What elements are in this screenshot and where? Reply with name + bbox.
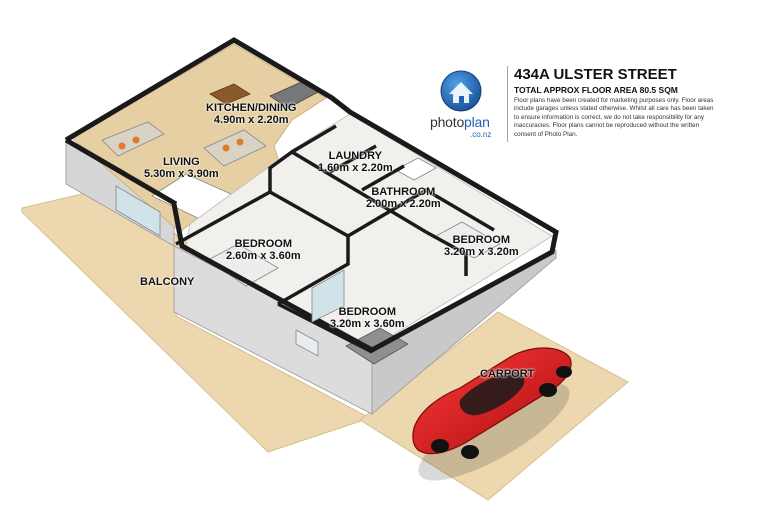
dining-table [209,83,251,105]
room-name: LIVING [162,156,200,168]
room-dimensions: 2.00m x 2.20m [366,198,441,210]
interior-wall [329,144,377,174]
house-icon [440,70,482,112]
room-label-bedroom-1: BEDROOM 2.60m x 3.60m [226,238,301,262]
sofa-right [203,129,267,167]
room-dimensions: 3.20m x 3.20m [444,246,519,258]
room-label-bedroom-2: BEDROOM 3.20m x 3.20m [444,234,519,258]
room-dimensions: 1.60m x 2.20m [318,162,393,174]
room-dimensions: 2.60m x 3.60m [226,250,301,262]
interior-wall [347,187,495,238]
room-dimensions: 4.90m x 2.20m [213,114,289,126]
property-address: 434A ULSTER STREET [514,66,677,83]
room-name: BEDROOM [338,306,397,318]
property-info: 434A ULSTER STREET TOTAL APPROX FLOOR AR… [514,66,714,139]
logo-wordmark: photoplan [430,114,490,130]
room-dimensions: 3.20m x 3.60m [330,318,405,330]
outdoor-label-carport: CARPORT [480,368,535,380]
cushion [222,144,230,152]
room-name: KITCHEN/DINING [206,102,297,114]
cushion [236,138,244,146]
outer-wall-left [64,137,178,207]
room-name: BATHROOM [371,186,436,198]
interior-wall [277,302,373,354]
logo-domain: .co.nz [470,130,492,139]
room-label-laundry: LAUNDRY 1.60m x 2.20m [318,150,393,174]
car [412,347,572,481]
room-label-kitchen: KITCHEN/DINING 4.90m x 2.20m [206,102,296,126]
cushion [118,142,126,150]
room-name: BEDROOM [452,234,511,246]
living-sliding-door [115,185,161,237]
room-label-bathroom: BATHROOM 2.00m x 2.20m [366,186,441,210]
room-label-bedroom-3: BEDROOM 3.20m x 3.60m [330,306,405,330]
bathroom-vanity [395,157,437,181]
disclaimer-text: Floor plans have been created for market… [514,97,714,138]
cushion [132,136,140,144]
bedroom-window [295,329,319,357]
interior-wall [277,236,350,306]
room-name: BEDROOM [234,238,293,250]
room-label-living: LIVING 5.30m x 3.90m [144,156,219,180]
logo-word-photo: photo [430,114,465,130]
bedroom-sliding-door [311,269,345,323]
total-floor-area: TOTAL APPROX FLOOR AREA 80.5 SQM [514,85,678,95]
interior-wall [361,164,405,192]
interior-wall [268,124,337,192]
room-name: LAUNDRY [328,150,382,162]
interior-wall [425,230,468,276]
bed-bedroom-1 [207,243,279,287]
house-exterior-right [371,249,557,415]
interior-wall [291,150,427,234]
room-dimensions: 5.30m x 3.90m [144,168,219,180]
living-floor [71,43,327,233]
outer-wall [64,37,559,353]
logo-word-plan: plan [464,114,490,130]
header-divider [507,66,508,142]
outdoor-label-balcony: BALCONY [140,276,195,288]
